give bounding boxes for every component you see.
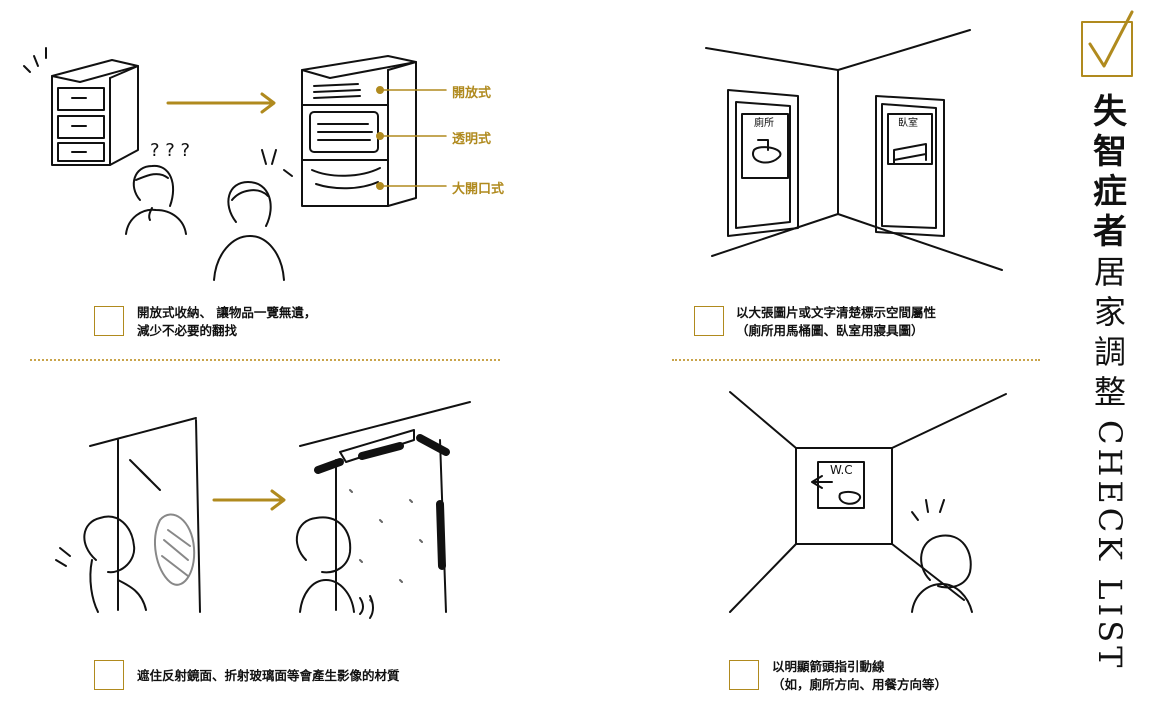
- label-restroom: 廁所: [754, 118, 774, 129]
- checkbox-item-4[interactable]: [729, 660, 759, 690]
- caption-item-2-line-1: 以大張圖片或文字清楚標示空間屬性: [736, 305, 937, 320]
- divider-right: [672, 359, 1040, 361]
- caption-item-2-line-2: （廁所用馬桶圖、臥室用寢具圖）: [736, 323, 924, 338]
- room-corner-sketch: [705, 29, 1003, 271]
- title-char-2: 智: [1093, 132, 1127, 172]
- caption-item-2: 以大張圖片或文字清楚標示空間屬性 （廁所用馬桶圖、臥室用寢具圖）: [736, 304, 936, 340]
- title-char-3: 症: [1093, 172, 1127, 212]
- title-char-4: 者: [1093, 212, 1127, 252]
- label-wc: W.C: [830, 463, 853, 477]
- person-in-corridor-sketch: [911, 499, 973, 613]
- caption-item-1: 開放式收納、 讓物品一覽無遺， 減少不必要的翻找: [137, 304, 316, 340]
- callout-lines: [379, 89, 447, 187]
- checkmark-icon: [1081, 10, 1134, 77]
- divider-left: [30, 359, 500, 361]
- title-char-7: 調: [1093, 333, 1126, 371]
- caption-item-1-line-1: 開放式收納、 讓物品一覽無遺，: [137, 305, 317, 320]
- title-check-list: CHECK LIST: [1091, 420, 1129, 672]
- caption-item-3-line-1: 遮住反射鏡面、折射玻璃面等會產生影像的材質: [137, 668, 400, 683]
- corridor-sketch: [729, 391, 1007, 613]
- label-transparent: 透明式: [452, 132, 492, 147]
- sidebar-title: 失 智 症 者 居 家 調 整 CHECK LIST: [1082, 92, 1138, 671]
- wc-sign-sketch: [811, 461, 865, 509]
- person-at-covered-mirror-sketch: [296, 516, 374, 619]
- open-shelf-sketch: [301, 55, 417, 207]
- caption-item-4-line-1: 以明顯箭頭指引動線: [772, 659, 885, 674]
- caption-item-3: 遮住反射鏡面、折射玻璃面等會產生影像的材質: [137, 667, 400, 685]
- checkbox-item-2[interactable]: [694, 306, 724, 336]
- restroom-door-sketch: [727, 89, 799, 237]
- caption-item-1-line-2: 減少不必要的翻找: [137, 323, 238, 338]
- title-char-5: 居: [1093, 253, 1126, 291]
- label-wide-opening: 大開口式: [452, 182, 505, 197]
- bedroom-door-sketch: [875, 95, 945, 237]
- caption-item-4: 以明顯箭頭指引動線 （如，廁所方向、用餐方向等）: [772, 658, 947, 694]
- caption-item-4-line-2: （如，廁所方向、用餐方向等）: [772, 677, 948, 692]
- checkbox-item-3[interactable]: [94, 660, 124, 690]
- arrow-1: [166, 92, 276, 114]
- arrow-2: [212, 489, 286, 511]
- question-marks: ? ? ?: [150, 140, 191, 161]
- label-bedroom: 臥室: [898, 118, 918, 129]
- confused-person-sketch: [125, 164, 187, 235]
- drawer-cabinet-sketch: [23, 47, 139, 166]
- person-at-mirror-sketch: [55, 515, 147, 613]
- mirror-wall-sketch: [89, 417, 201, 613]
- happy-person-sketch: [213, 149, 293, 281]
- title-char-1: 失: [1093, 92, 1127, 132]
- label-open: 開放式: [452, 86, 492, 101]
- title-char-8: 整: [1093, 373, 1126, 411]
- title-char-6: 家: [1093, 293, 1126, 331]
- checkbox-item-1[interactable]: [94, 306, 124, 336]
- covered-mirror-sketch: [299, 401, 471, 613]
